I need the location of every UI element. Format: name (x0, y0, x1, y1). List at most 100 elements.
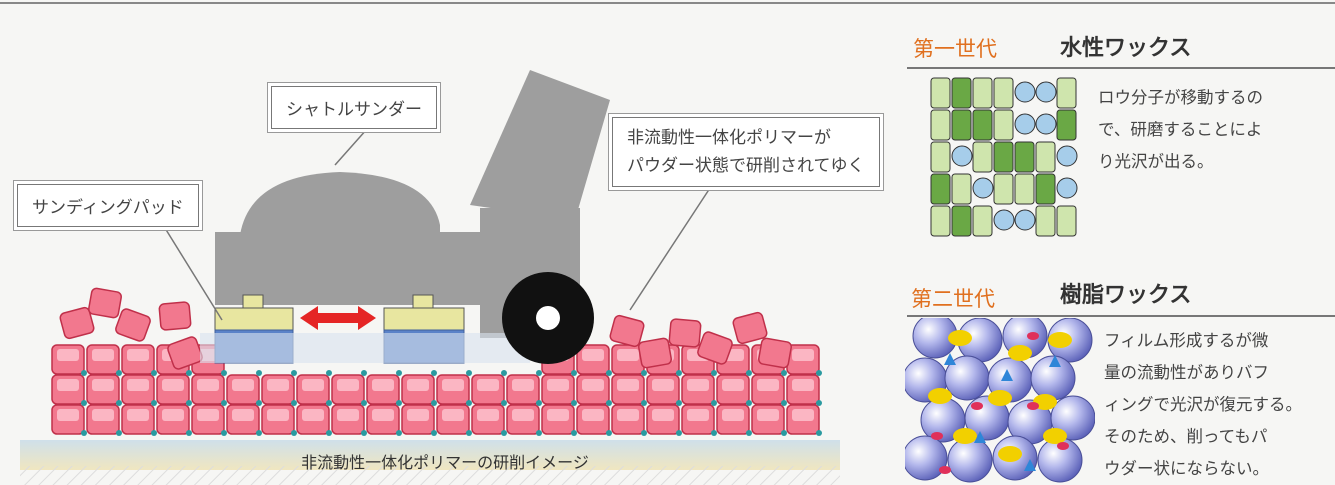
top-rule (0, 2, 1335, 4)
resin-flow-marker (1001, 369, 1013, 381)
wax-molecule-block (993, 77, 1014, 109)
resin-yellow-particle (928, 388, 952, 404)
polymer-block (541, 404, 575, 435)
wax-molecule-block (951, 77, 972, 109)
polymer-block (436, 404, 470, 435)
polymer-block (191, 404, 225, 435)
wax-molecule-block (1014, 141, 1035, 173)
polymer-block (156, 374, 190, 405)
polymer-block (401, 404, 435, 435)
crosslink-dot (431, 370, 437, 376)
crosslink-dot (746, 370, 752, 376)
polymer-block (226, 374, 260, 405)
crosslink-dot (746, 430, 752, 436)
polymer-block (646, 374, 680, 405)
polymer-block (261, 374, 295, 405)
wax-molecule-block (1056, 205, 1077, 237)
polymer-block (681, 404, 715, 435)
wax-molecule-block (993, 109, 1014, 141)
wax-molecule-block (951, 173, 972, 205)
resin-flow-marker (974, 431, 986, 443)
loose-polymer-block (158, 301, 192, 331)
crosslink-dot (571, 430, 577, 436)
crosslink-dot (641, 370, 647, 376)
crosslink-dot (606, 400, 612, 406)
wax-molecule-blue (993, 209, 1015, 231)
polymer-grinding-diagram (20, 70, 840, 485)
crosslink-dot (536, 370, 542, 376)
crosslink-dot (396, 400, 402, 406)
polymer-block (786, 404, 820, 435)
resin-red-particle (971, 402, 983, 410)
wax-molecule-block (951, 205, 972, 237)
wax-molecule-block (1056, 77, 1077, 109)
polymer-block (751, 404, 785, 435)
crosslink-dot (431, 400, 437, 406)
crosslink-dot (116, 430, 122, 436)
polymer-block (786, 344, 820, 375)
polymer-block (331, 404, 365, 435)
crosslink-dot (466, 370, 472, 376)
wax-molecule-blue (1035, 113, 1057, 135)
crosslink-dot (326, 400, 332, 406)
wax-molecule-block (930, 109, 951, 141)
loose-polymer-block (59, 306, 95, 340)
crosslink-dot (326, 430, 332, 436)
crosslink-dot (501, 400, 507, 406)
resin-red-particle (1057, 442, 1069, 450)
crosslink-dot (501, 370, 507, 376)
polymer-block (121, 374, 155, 405)
resin-yellow-particle (953, 428, 977, 444)
crosslink-dot (186, 400, 192, 406)
loose-polymer-block (758, 337, 792, 369)
crosslink-dot (501, 430, 507, 436)
crosslink-dot (711, 400, 717, 406)
loose-polymer-block (697, 331, 733, 365)
wax-molecule-block (972, 77, 993, 109)
powder-layer (200, 333, 530, 363)
polymer-block (576, 404, 610, 435)
loose-polymer-block (668, 318, 702, 348)
resin-yellow-particle (1043, 428, 1067, 444)
loose-polymer-block (638, 337, 672, 369)
polymer-block (86, 344, 120, 375)
crosslink-dot (151, 370, 157, 376)
polymer-block (366, 374, 400, 405)
wax-molecule-block (1014, 173, 1035, 205)
crosslink-dot (431, 430, 437, 436)
wax-molecule-block (993, 141, 1014, 173)
crosslink-dot (571, 400, 577, 406)
polymer-block (506, 404, 540, 435)
wax-molecule-block (930, 173, 951, 205)
pad-leader-line (159, 219, 223, 321)
crosslink-dot (466, 430, 472, 436)
polymer-block (121, 344, 155, 375)
crosslink-dot (186, 370, 192, 376)
polymer-block (506, 374, 540, 405)
wax-molecule-blue (1056, 145, 1078, 167)
polymer-block (716, 374, 750, 405)
resin-yellow-particle (988, 390, 1012, 406)
resin-sphere (1050, 395, 1095, 441)
polymer-block (226, 404, 260, 435)
sander-wheel (502, 272, 594, 364)
crosslink-dot (781, 430, 787, 436)
polymer-block (786, 374, 820, 405)
crosslink-dot (361, 370, 367, 376)
crosslink-dot (151, 400, 157, 406)
gen2-title: 樹脂ワックス (1060, 283, 1192, 308)
wax-molecule-block (1056, 109, 1077, 141)
crosslink-dot (676, 430, 682, 436)
sander-callout: シャトルサンダー (271, 86, 437, 129)
crosslink-dot (291, 370, 297, 376)
crosslink-dot (221, 400, 227, 406)
floor-hatch (20, 466, 840, 485)
wax-molecule-block (1035, 141, 1056, 173)
resin-yellow-particle (1048, 332, 1072, 348)
crosslink-dot (781, 400, 787, 406)
crosslink-dot (151, 430, 157, 436)
crosslink-dot (116, 400, 122, 406)
crosslink-dot (606, 370, 612, 376)
crosslink-dot (361, 400, 367, 406)
polymer-block (51, 404, 85, 435)
